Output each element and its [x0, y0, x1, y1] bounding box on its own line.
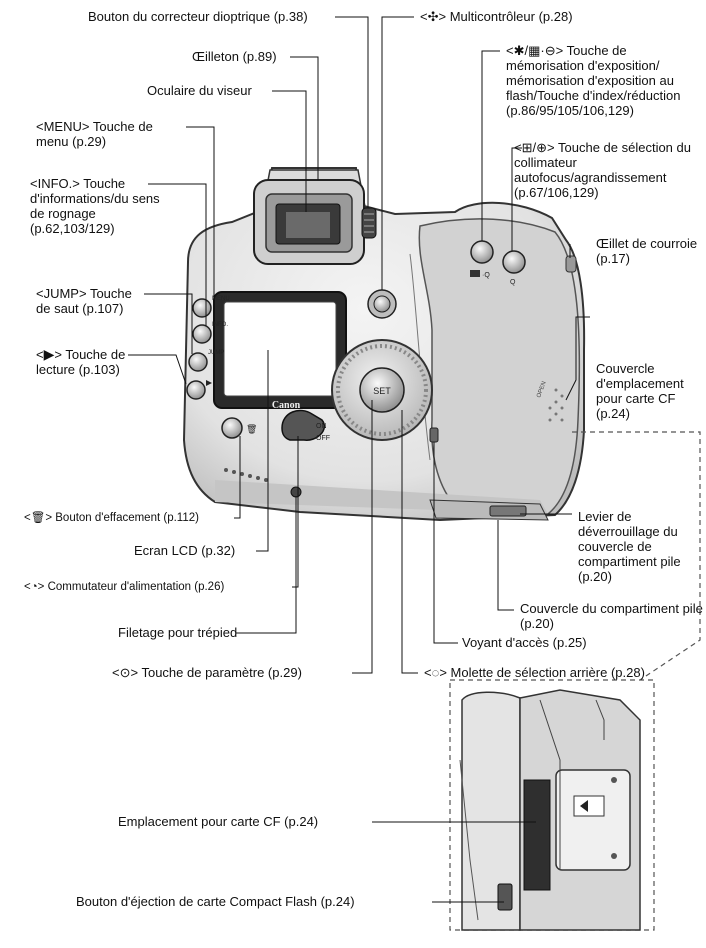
label-dioptric-adjustment: Bouton du correcteur dioptrique (p.38) — [88, 9, 308, 24]
jump-symbol: <JUMP> — [36, 286, 87, 301]
zoom-out-icon: ⊖ — [544, 43, 556, 58]
playback-icon: ▶ — [43, 346, 55, 362]
af-point-button — [502, 250, 526, 274]
quick-control-dial: SET — [331, 339, 433, 441]
access-lamp — [429, 427, 439, 443]
svg-text:🗑: 🗑 — [246, 424, 257, 434]
svg-text:JUMP: JUMP — [208, 350, 224, 356]
cf-slot-inset — [449, 679, 655, 931]
dioptric-knob — [361, 207, 377, 239]
label-cf-eject: Bouton d'éjection de carte Compact Flash… — [76, 894, 355, 909]
ae-lock-icon: ✱ — [513, 43, 525, 58]
label-eyepiece: Oculaire du viseur — [147, 83, 252, 98]
af-point-icon: ⊞ — [521, 140, 533, 155]
left-buttons: MENU INFO. JUMP — [186, 296, 230, 400]
label-strap-eyelet: Œillet de courroie (p.17) — [596, 236, 698, 266]
label-cf-slot: Emplacement pour carte CF (p.24) — [118, 814, 319, 829]
info-symbol: <INFO.> — [30, 176, 80, 191]
label-quick-control-dial: <◌> Molette de sélection arrière (p.28) — [424, 665, 645, 680]
power-icon: ◔ — [30, 581, 38, 593]
label-tripod-socket: Filetage pour trépied — [118, 625, 238, 640]
svg-text:MENU: MENU — [212, 296, 230, 302]
lcd-screen — [223, 301, 337, 397]
label-ae-lock-button: <✱/▦·⊖> Touche de mémorisation d'exposit… — [506, 43, 681, 118]
dial-icon: ◌ — [431, 665, 440, 680]
label-info-button: <INFO.> Touche d'informations/du sens de… — [30, 176, 160, 236]
label-access-lamp: Voyant d'accès (p.25) — [462, 635, 587, 650]
delete-button — [221, 417, 243, 439]
svg-text:OPEN: OPEN — [536, 381, 547, 399]
battery-lever — [489, 505, 527, 517]
label-battery-lever: Levier de déverrouillage du couvercle de… — [578, 509, 681, 584]
svg-text:Q: Q — [510, 279, 516, 286]
ae-lock-button — [470, 240, 494, 264]
index-icon: ▦ — [528, 43, 541, 58]
svg-text:INFO.: INFO. — [212, 322, 228, 328]
label-menu-button: <MENU> Touche de menu (p.29) — [36, 119, 153, 149]
tripod-socket — [290, 486, 302, 498]
label-eyecup: Œilleton (p.89) — [192, 49, 277, 64]
label-lcd: Ecran LCD (p.32) — [134, 543, 236, 558]
trash-icon: 🗑 — [30, 512, 46, 524]
power-switch: ON OFF — [281, 409, 330, 442]
multi-controller-icon: ✣ — [427, 9, 439, 24]
svg-text:OFF: OFF — [316, 435, 330, 442]
leader-lines — [128, 16, 590, 903]
label-set-button: <⊙> Touche de paramètre (p.29) — [112, 665, 302, 680]
svg-text:·Q: ·Q — [482, 272, 490, 279]
multi-controller — [367, 289, 397, 319]
label-power-switch: <◔> Commutateur d'alimentation (p.26) — [24, 581, 225, 593]
strap-eyelet — [565, 255, 577, 273]
brand-logo: Canon — [272, 400, 301, 411]
label-delete-button: <🗑> Bouton d'effacement (p.112) — [24, 512, 199, 524]
set-icon: ⊙ — [119, 665, 131, 680]
svg-text:SET: SET — [373, 386, 391, 396]
cf-slot — [523, 779, 551, 891]
label-jump-button: <JUMP> Touche de saut (p.107) — [36, 286, 132, 316]
label-multi-controller: <✣> Multicontrôleur (p.28) — [420, 9, 573, 24]
svg-text:ON: ON — [316, 423, 327, 430]
cf-cover: OPEN — [536, 381, 564, 422]
zoom-in-icon: ⊕ — [536, 140, 548, 155]
menu-symbol: <MENU> — [36, 119, 90, 134]
label-cf-cover: Couvercle d'emplacement pour carte CF (p… — [596, 361, 684, 421]
label-battery-cover: Couvercle du compartiment pile (p.20) — [520, 601, 703, 631]
label-af-point-button: <⊞/⊕> Touche de sélection du collimateur… — [514, 140, 691, 200]
cf-eject-button — [497, 883, 513, 911]
label-playback-button: <▶> Touche de lecture (p.103) — [36, 346, 126, 378]
